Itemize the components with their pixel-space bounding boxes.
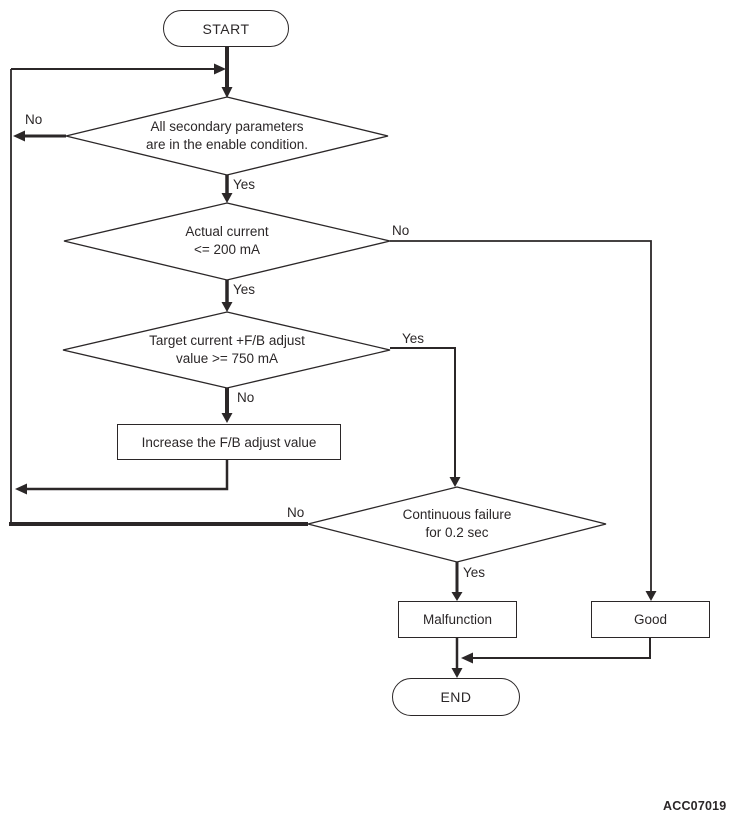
enable-yes-label: Yes <box>233 177 256 192</box>
failure-no-label: No <box>287 505 305 520</box>
actual-no-label: No <box>392 223 410 238</box>
arrowhead-left-icon <box>461 652 473 664</box>
arrowhead-down-icon <box>451 668 463 678</box>
edge-actual-no <box>390 240 652 592</box>
arrowhead-down-icon <box>221 302 233 312</box>
arrowhead-down-icon <box>221 87 233 98</box>
malfunction-label: Malfunction <box>422 612 493 627</box>
edge-target-yes <box>390 347 456 478</box>
edge-good-to-end <box>472 638 651 659</box>
start-label: START <box>202 20 250 37</box>
arrowhead-right-icon <box>214 63 226 75</box>
enable-no-label: No <box>25 112 43 127</box>
increase-adjust-node: Increase the F/B adjust value <box>117 424 341 460</box>
good-node: Good <box>591 601 710 638</box>
good-label: Good <box>633 612 668 627</box>
edge-increase-to-feedback <box>26 460 229 491</box>
decision-actual-current <box>63 202 391 281</box>
target-no-label: No <box>237 390 255 405</box>
start-node: START <box>163 10 289 47</box>
arrowhead-down-icon <box>221 193 233 203</box>
arrowhead-left-icon <box>15 483 27 495</box>
decision-continuous-failure <box>307 486 607 563</box>
figure-code: ACC07019 <box>663 799 727 813</box>
arrowhead-down-icon <box>645 591 657 601</box>
arrowhead-down-icon <box>221 413 233 423</box>
failure-yes-label: Yes <box>463 565 486 580</box>
decision-target-current <box>62 311 391 389</box>
malfunction-node: Malfunction <box>398 601 517 638</box>
increase-adjust-label: Increase the F/B adjust value <box>141 434 317 450</box>
decision-enable-condition <box>65 96 389 176</box>
arrowhead-left-icon <box>13 130 25 142</box>
target-yes-label: Yes <box>402 331 425 346</box>
actual-yes-label: Yes <box>233 282 256 297</box>
arrowhead-down-icon <box>451 592 463 601</box>
end-node: END <box>392 678 520 716</box>
end-label: END <box>440 689 472 705</box>
arrowhead-down-icon <box>449 477 461 487</box>
